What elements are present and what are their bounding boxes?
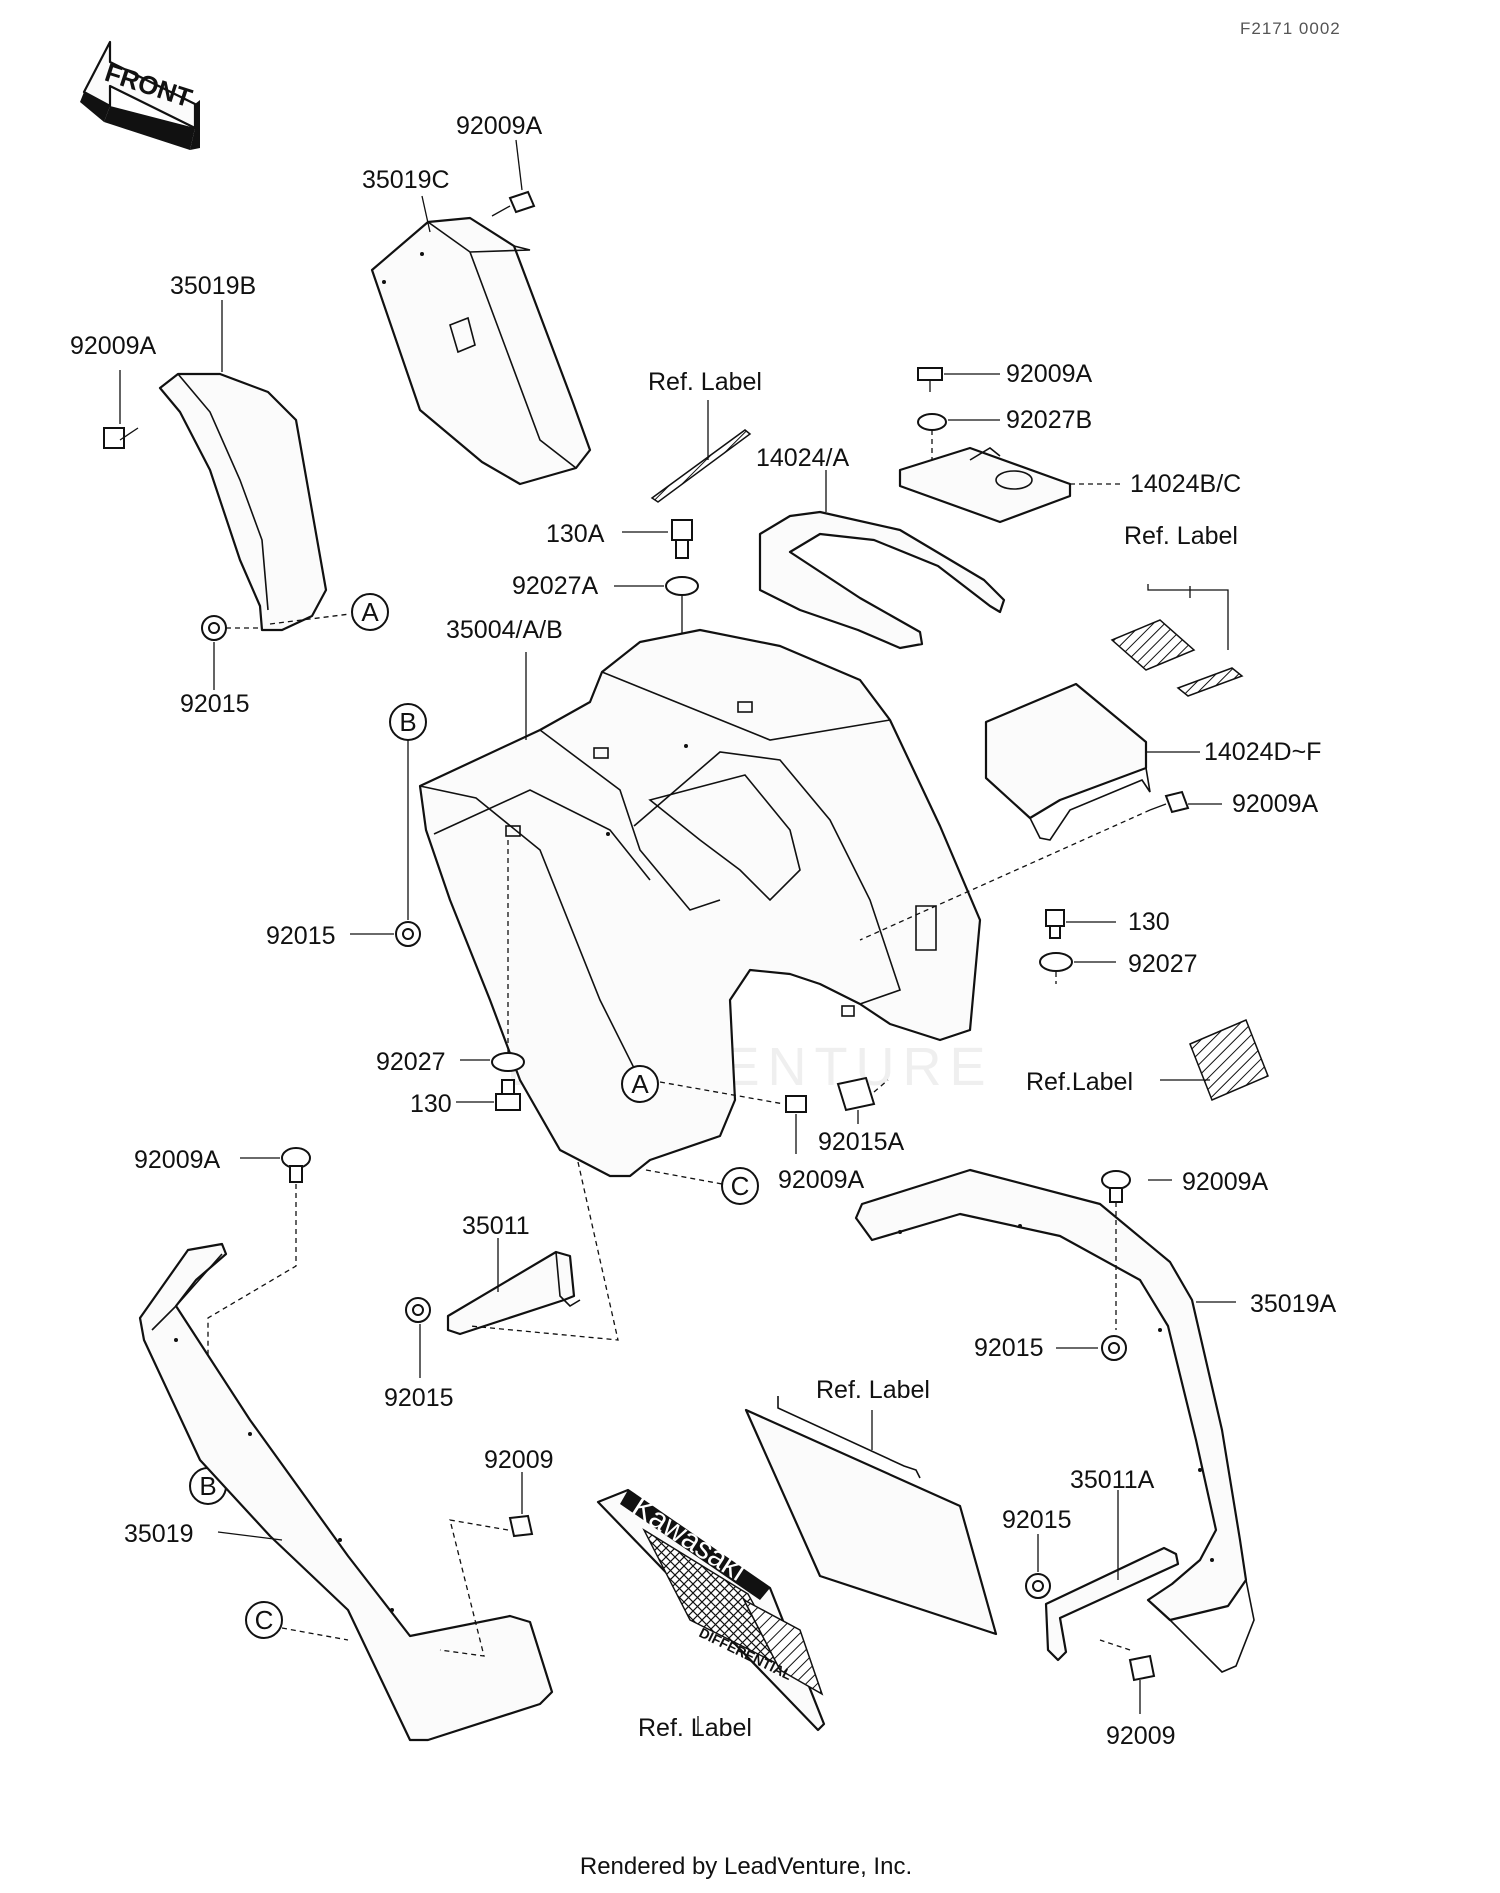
label-92015-left: 92015 (180, 690, 250, 718)
part-35019B (158, 372, 328, 632)
svg-text:C: C (255, 1605, 274, 1635)
washer-92027-mid (491, 1052, 525, 1072)
nut-92015-right (1101, 1335, 1127, 1361)
label-92009A-top: 92009A (456, 112, 543, 140)
marker-a-lower: A (621, 1065, 659, 1103)
label-92009A-low-right: 92009A (1182, 1168, 1269, 1196)
label-35004AB: 35004/A/B (446, 616, 563, 644)
diagram-reference-number: F2171 0002 (1240, 19, 1341, 38)
svg-text:B: B (199, 1471, 216, 1501)
marker-a-upper: A (351, 593, 389, 631)
label-92015A: 92015A (818, 1128, 905, 1156)
part-35019C (370, 216, 592, 486)
bolt-92009A-low-right (1101, 1170, 1131, 1203)
part-35011 (446, 1250, 581, 1336)
label-14024BC: 14024B/C (1130, 470, 1241, 498)
label-ref-label-3: Ref.Label (1026, 1068, 1133, 1096)
label-14024A: 14024/A (756, 444, 849, 472)
marker-c-lower: C (245, 1601, 283, 1639)
marker-b-upper: B (389, 703, 427, 741)
svg-text:A: A (361, 597, 379, 627)
label-35011: 35011 (462, 1212, 530, 1240)
label-ref-label-1: Ref. Label (648, 368, 762, 396)
bolt-92009A-r1 (917, 367, 943, 392)
bolt-92009A-r2 (1149, 790, 1190, 814)
label-92009A-low-left: 92009A (134, 1146, 221, 1174)
label-92015-low-right: 92015 (1002, 1506, 1072, 1534)
ref-label-plate (744, 1396, 998, 1636)
ref-label-pair (1110, 584, 1244, 697)
washer-92027A (665, 576, 699, 596)
nut-92015-left (201, 615, 227, 641)
label-92009A-mid: 92009A (778, 1166, 865, 1194)
label-92009-left: 92009 (484, 1446, 554, 1474)
label-35011A: 35011A (1070, 1466, 1155, 1494)
label-35019A: 35019A (1250, 1290, 1337, 1318)
bolt-130A (671, 519, 693, 559)
bolt-92009-left (508, 1514, 534, 1538)
label-35019: 35019 (124, 1520, 194, 1548)
label-14024DF: 14024D~F (1204, 738, 1321, 766)
part-35011A (1044, 1546, 1180, 1662)
bolt-92009A-left (103, 427, 139, 449)
part-14024DF (984, 682, 1151, 841)
label-130A: 130A (546, 520, 605, 548)
label-ref-label-5: Ref. Label (638, 1714, 752, 1742)
part-14024BC (898, 446, 1072, 524)
kawasaki-decal: Kawasaki DIFFERENTIAL (596, 1488, 826, 1732)
bolt-92009A-mid (785, 1095, 807, 1113)
bolt-130-mid (495, 1079, 521, 1111)
nut-92015-low-right (1025, 1573, 1051, 1599)
nut-92015-low (405, 1297, 431, 1323)
part-labels: 92009A 35019C 35019B 92009A 92015 Ref. L… (70, 112, 1337, 1750)
label-92027-right: 92027 (1128, 950, 1198, 978)
label-ref-label-4: Ref. Label (816, 1376, 930, 1404)
label-92015-low: 92015 (384, 1384, 454, 1412)
svg-text:A: A (631, 1069, 649, 1099)
label-92027B: 92027B (1006, 406, 1092, 434)
bolt-92009-right (1128, 1654, 1156, 1682)
part-35019 (138, 1242, 554, 1742)
bolt-92009A-top (491, 190, 536, 217)
label-92009A-left: 92009A (70, 332, 157, 360)
part-35004AB (418, 628, 982, 1178)
label-35019B: 35019B (170, 272, 256, 300)
ref-label-strip-1 (650, 429, 752, 503)
bolt-92009A-low-left (281, 1147, 311, 1183)
label-35019C: 35019C (362, 166, 450, 194)
front-arrow-icon: FRONT (80, 40, 200, 150)
bolt-130-right (1045, 909, 1065, 939)
clip-92015A (836, 1076, 876, 1112)
label-130-mid: 130 (410, 1090, 452, 1118)
label-92015-mid: 92015 (266, 922, 336, 950)
svg-text:B: B (399, 707, 416, 737)
label-92015-right: 92015 (974, 1334, 1044, 1362)
washer-92027-right (1039, 952, 1073, 972)
label-130-right: 130 (1128, 908, 1170, 936)
part-35019A (854, 1168, 1255, 1673)
label-92027-mid: 92027 (376, 1048, 446, 1076)
label-92009A-r1: 92009A (1006, 360, 1093, 388)
label-92009A-r2: 92009A (1232, 790, 1319, 818)
footer-credit: Rendered by LeadVenture, Inc. (580, 1853, 912, 1880)
marker-c-upper: C (721, 1167, 759, 1205)
nut-92015-mid (395, 921, 421, 947)
svg-text:C: C (731, 1171, 750, 1201)
part-14024A (758, 510, 1006, 650)
label-92027A: 92027A (512, 572, 599, 600)
label-92009-right: 92009 (1106, 1722, 1176, 1750)
label-ref-label-2: Ref. Label (1124, 522, 1238, 550)
ref-label-square (1189, 1019, 1269, 1101)
